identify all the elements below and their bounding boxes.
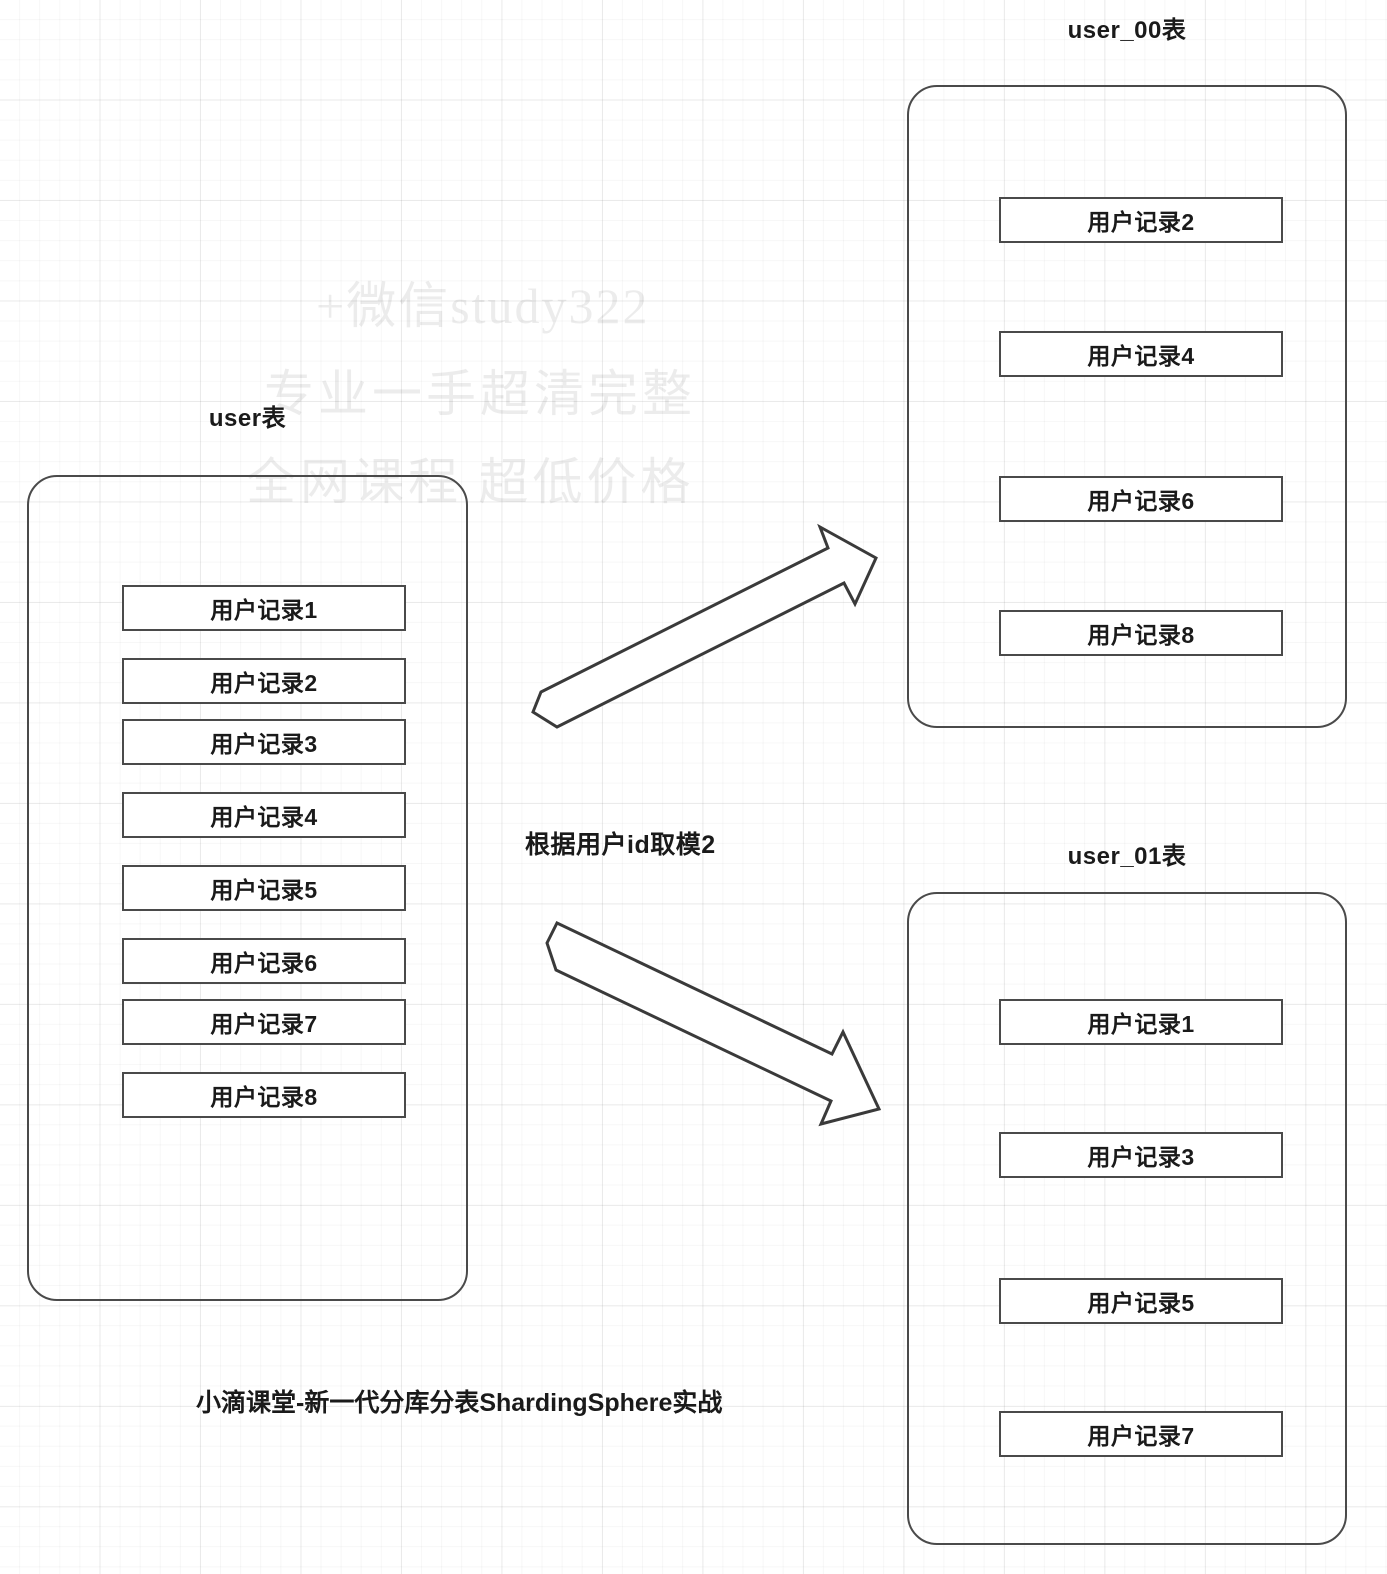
shard-0-record-1: 用户记录2 [999, 197, 1283, 243]
shard-1-record-2: 用户记录3 [999, 1132, 1283, 1178]
shard-table-1-title: user_01表 [1067, 843, 1187, 870]
shard-table-1-box [907, 892, 1347, 1545]
sharding-rule-label: 根据用户id取模2 [525, 831, 716, 859]
source-table-box [27, 475, 468, 1301]
arrow-to-user-01 [545, 921, 882, 1127]
source-record-3: 用户记录3 [122, 719, 406, 765]
footer-caption: 小滴课堂-新一代分库分表ShardingSphere实战 [196, 1389, 723, 1417]
source-record-6: 用户记录6 [122, 938, 406, 984]
source-table-title: user表 [208, 405, 287, 432]
shard-0-record-2: 用户记录4 [999, 331, 1283, 377]
shard-0-record-4: 用户记录8 [999, 610, 1283, 656]
shard-1-record-1: 用户记录1 [999, 999, 1283, 1045]
source-record-2: 用户记录2 [122, 658, 406, 704]
shard-table-0-title: user_00表 [1067, 17, 1187, 44]
watermark-line-1: +微信study322 [316, 278, 650, 334]
shard-1-record-4: 用户记录7 [999, 1411, 1283, 1457]
source-record-8: 用户记录8 [122, 1072, 406, 1118]
source-record-7: 用户记录7 [122, 999, 406, 1045]
source-record-5: 用户记录5 [122, 865, 406, 911]
shard-1-record-3: 用户记录5 [999, 1278, 1283, 1324]
shard-0-record-3: 用户记录6 [999, 476, 1283, 522]
source-record-4: 用户记录4 [122, 792, 406, 838]
arrow-to-user-00 [531, 523, 878, 729]
shard-table-0-box [907, 85, 1347, 728]
source-record-1: 用户记录1 [122, 585, 406, 631]
